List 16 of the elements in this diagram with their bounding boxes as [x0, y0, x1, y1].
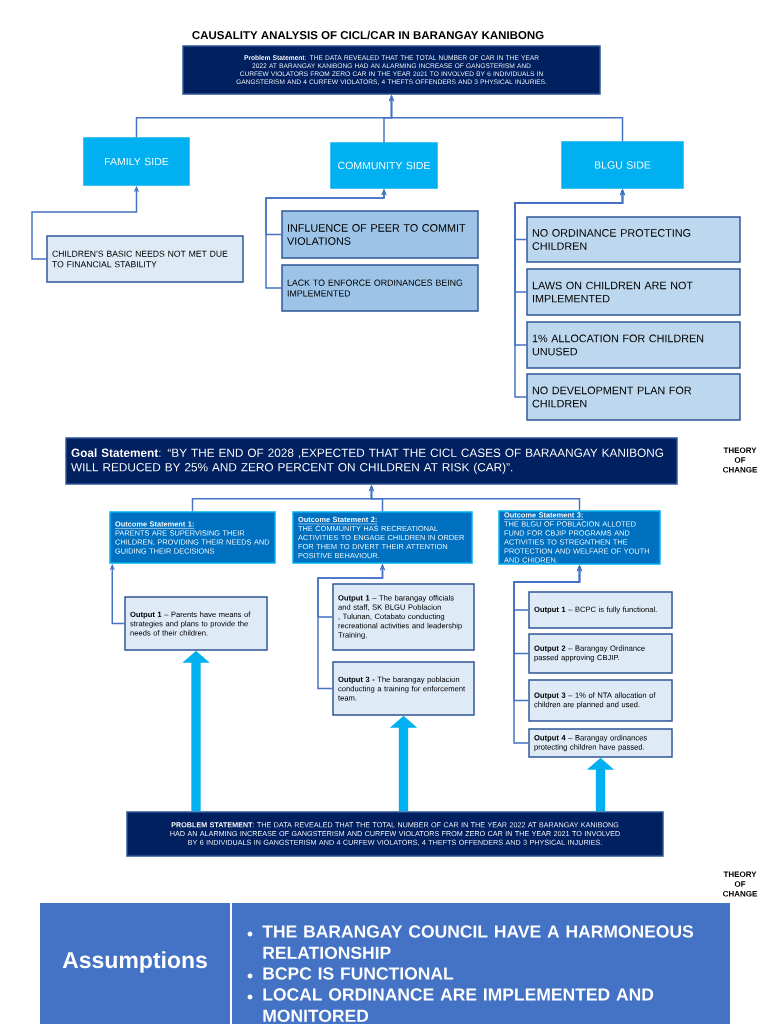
category-box: FAMILY SIDE [83, 137, 190, 186]
cause-box: CHILDREN’S BASIC NEEDS NOT MET DUE TO FINANCIAL STABILITY [46, 235, 244, 283]
cause-box: NO ORDINANCE PROTECTING CHILDREN [526, 216, 741, 263]
table-cell: THE BARANGAY COUNCIL HAVE A HARMONEOUS RELATIONSHIP BCPC IS FUNCTIONAL LOCAL ORDINANCE ARE IMPLEMENTED AND MONITORED [232, 903, 730, 1024]
goal-statement-box: Goal Statement: “BY THE END OF 2028 ,EXPECTED THAT THE CICL CASES OF BARAANGAY KANIBONG WILL REDUCED BY 25% AND ZERO PERCENT ON CHILDREN AT RISK (CAR)”. [65, 437, 678, 485]
cause-box: LACK TO ENFORCE ORDINANCES BEING IMPLEMENTED [281, 264, 479, 312]
title: CAUSALITY ANALYSIS OF CICL/CAR IN BARANGAY KANIBONG [192, 30, 544, 40]
category-box: COMMUNITY SIDE [330, 142, 438, 189]
cause-box: NO DEVELOPMENT PLAN FOR CHILDREN [526, 373, 741, 421]
side-label: THEORY OF CHANGE [723, 871, 757, 897]
category-box: BLGU SIDE [561, 141, 684, 189]
side-label: THEORY OF CHANGE [723, 447, 757, 473]
table-cell: Assumptions [40, 903, 230, 1024]
cause-box: 1% ALLOCATION FOR CHILDREN UNUSED [526, 321, 741, 369]
cause-box: LAWS ON CHILDREN ARE NOT IMPLEMENTED [526, 268, 741, 316]
cause-box: INFLUENCE OF PEER TO COMMIT VIOLATIONS [281, 210, 479, 259]
